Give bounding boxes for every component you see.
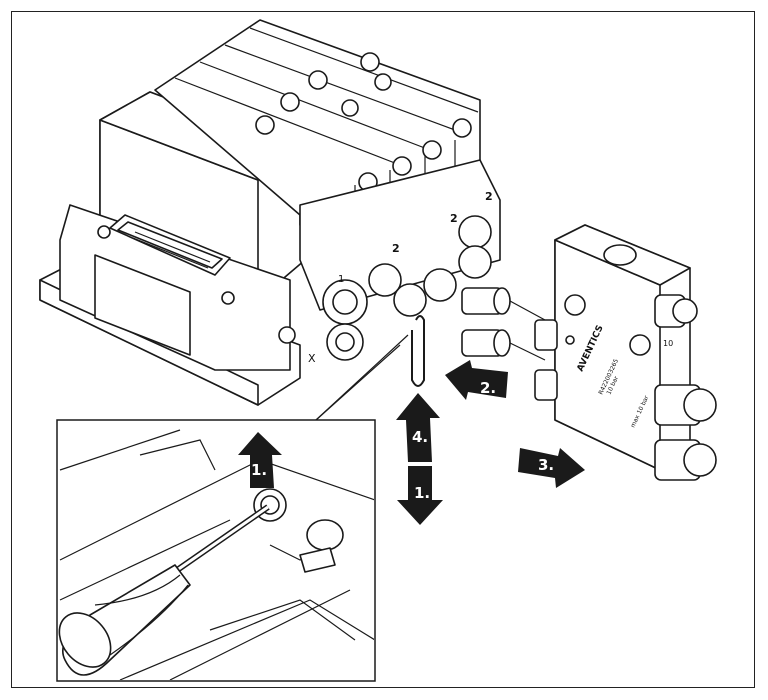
step-2-label: 2. [480, 379, 496, 397]
push-in-connectors [461, 287, 546, 361]
ground-screw [278, 326, 296, 344]
port-2-label-a: 2 [392, 242, 400, 255]
port-2-label-c: 2 [485, 190, 493, 203]
callout-lines [315, 334, 409, 421]
step-1-label: 1. [414, 484, 430, 502]
step-4-label: 4. [412, 428, 428, 446]
station-1-label: 1 [338, 274, 344, 285]
adapter-block: AVENTICS R422003265 10 bar max 10 bar 10 [534, 224, 717, 481]
step-arrows: 2. 4. 1. 3. [396, 360, 585, 525]
step-3-label: 3. [538, 456, 554, 474]
inset-step-1-label: 1. [251, 461, 267, 479]
screwdriver [58, 564, 191, 676]
port-2-label-b: 2 [450, 212, 458, 225]
retaining-clip [411, 315, 425, 387]
arrow-step-2: 2. [445, 360, 508, 400]
arrow-step-4: 4. [396, 393, 440, 462]
manifold-fittings: 1 2 2 2 [322, 190, 493, 361]
arrow-step-1: 1. [397, 466, 443, 525]
detail-inset: 1. [56, 419, 376, 682]
station-x-label: X [308, 352, 316, 365]
arrow-step-3: 3. [518, 448, 585, 488]
port-10-label: 10 [663, 339, 673, 348]
valve-manifold: X [39, 91, 316, 406]
sub-d-connector [97, 214, 235, 305]
inset-arrow-step-1: 1. [238, 432, 282, 488]
